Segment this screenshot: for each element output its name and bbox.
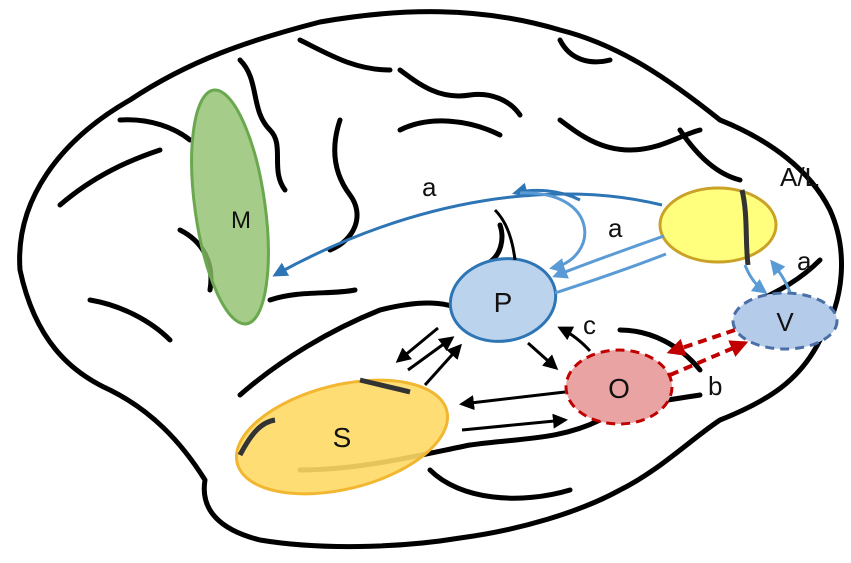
region-s-sulcus-2 <box>237 417 276 457</box>
region-o: O <box>564 348 674 426</box>
sulcus-4 <box>297 37 393 73</box>
arrow-o-to-s <box>459 390 566 411</box>
sulcus-16 <box>617 327 703 373</box>
region-v-label: V <box>776 307 794 337</box>
region-p: P <box>448 257 558 343</box>
region-o-label: O <box>608 373 630 404</box>
arrow-al-to-v <box>743 264 768 294</box>
region-v-shape <box>731 291 839 351</box>
brain-outline <box>17 9 844 550</box>
arrow-s-to-o <box>461 413 568 432</box>
sulcus-9 <box>557 117 703 153</box>
region-al-sulcus <box>739 189 751 266</box>
label-b: b <box>708 371 722 401</box>
region-al <box>658 186 778 266</box>
arrow-o-to-v <box>669 340 749 377</box>
arrow-p-to-s-1 <box>395 326 439 363</box>
region-m: M <box>190 88 270 326</box>
arrow-al-to-p <box>552 234 665 279</box>
arrow-v-to-al <box>770 259 792 293</box>
region-m-label: M <box>231 207 251 234</box>
sulcus-14 <box>487 222 505 265</box>
arrow-al-to-m <box>272 192 663 277</box>
sulcus-7 <box>327 117 360 253</box>
region-p-shape <box>448 257 558 343</box>
sulcus-3 <box>237 57 288 193</box>
region-s-shape <box>234 378 450 496</box>
region-s-sulcus-1 <box>359 377 411 395</box>
region-al-shape <box>658 186 778 264</box>
sulcus-15 <box>427 467 573 501</box>
arrow-p-to-o <box>527 341 559 370</box>
sulcus-13 <box>267 287 358 303</box>
sulcus-12 <box>87 297 173 343</box>
brain-contour <box>17 9 844 550</box>
arrow-o-to-p <box>557 326 592 353</box>
arrow-p-to-al <box>554 252 667 295</box>
region-p-label: P <box>494 287 513 318</box>
sulcus-10 <box>677 127 743 183</box>
arrow-s-to-p-2 <box>423 343 463 387</box>
label-a-mid: a <box>608 213 623 243</box>
label-al: A/L <box>780 162 819 192</box>
arrow-loop-to-p <box>519 191 587 273</box>
sulcus-6 <box>557 37 613 65</box>
label-c: c <box>583 310 596 340</box>
arrow-s-to-p-1 <box>407 336 455 372</box>
region-m-shape <box>190 88 270 326</box>
sulcus-5 <box>397 67 523 118</box>
region-s-label: S <box>333 422 352 453</box>
sulcus-2 <box>117 117 193 143</box>
sylvian-fissure <box>237 300 473 398</box>
sulcus-8 <box>397 118 503 138</box>
label-a-top: a <box>422 172 437 202</box>
label-a-right: a <box>797 246 812 276</box>
brain-line-p <box>493 208 517 261</box>
arrow-v-to-o <box>666 328 736 356</box>
region-v: V <box>731 291 839 351</box>
sulcus-1 <box>57 147 163 208</box>
region-s: S <box>234 377 450 496</box>
region-o-shape <box>564 348 674 426</box>
